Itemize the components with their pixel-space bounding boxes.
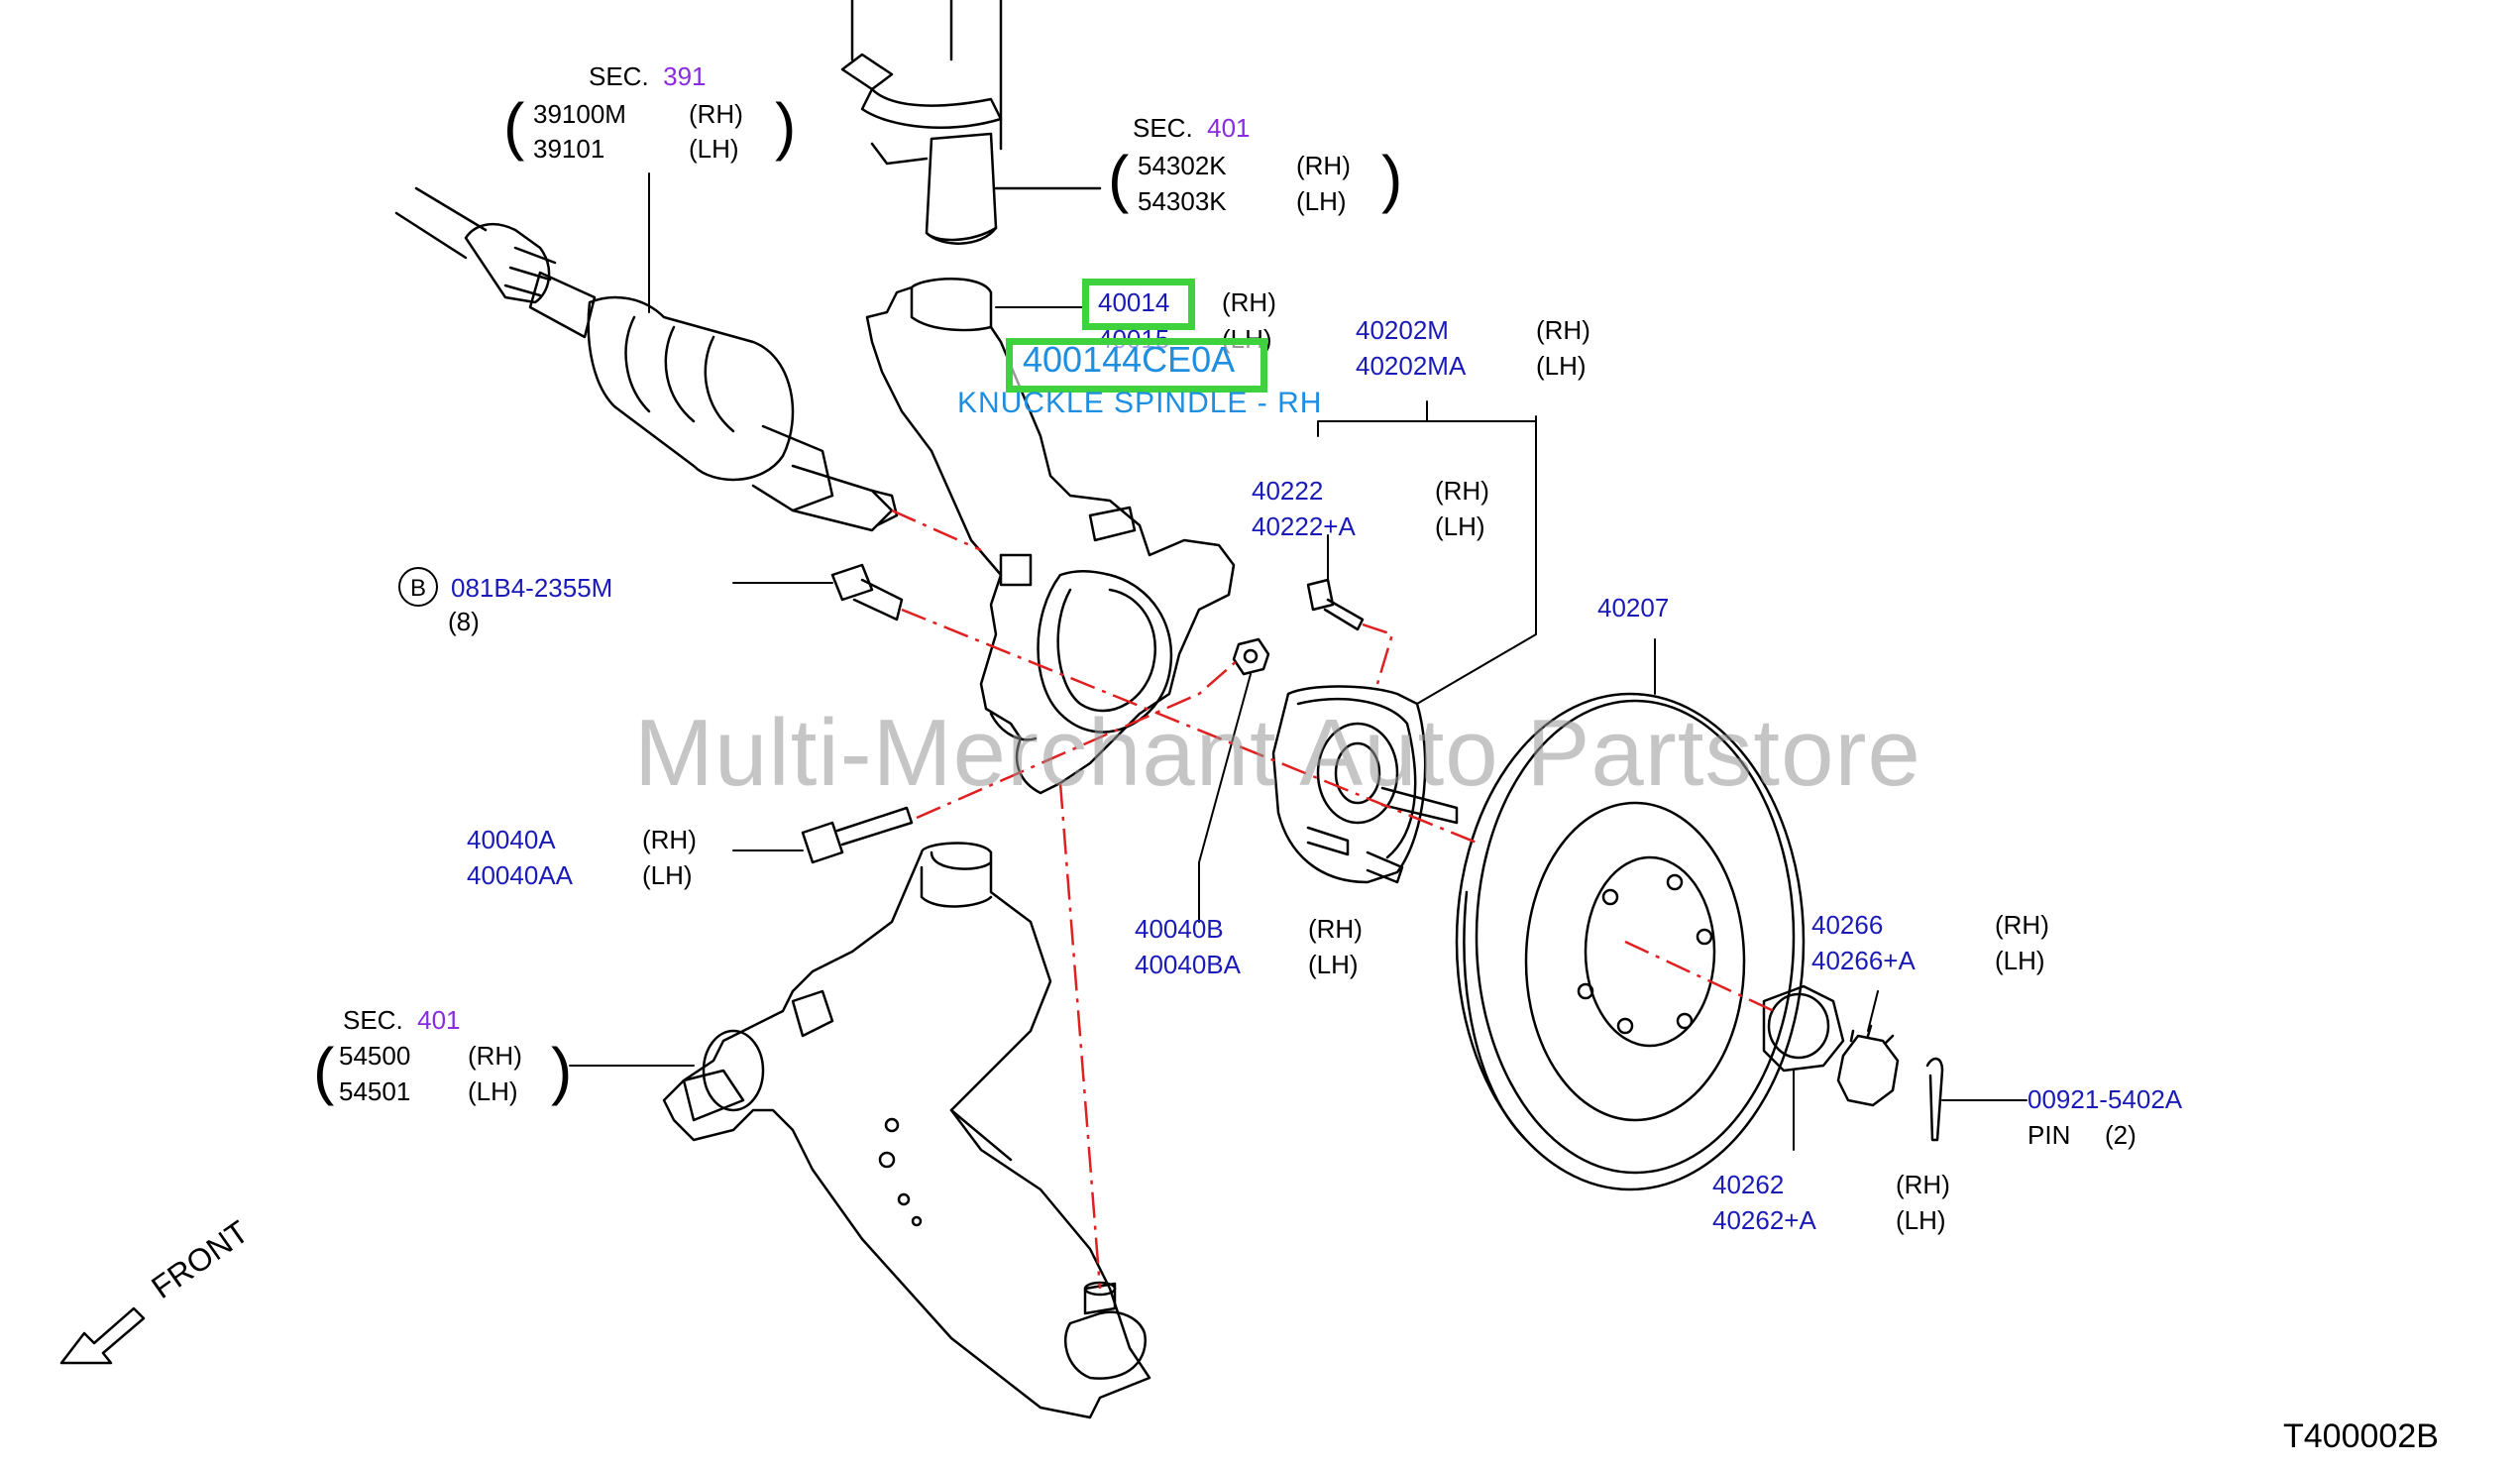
lock-cap-lh-part[interactable]: 40266+A [1811,946,1916,975]
hub-nut-rh-part[interactable]: 40262 [1712,1170,1785,1199]
pin-part[interactable]: 00921-5402A [2027,1084,2183,1114]
lock-cap[interactable] [1836,990,1900,1107]
hub-nut-rh-side: (RH) [1896,1170,1950,1199]
lower-arm-lh-part[interactable]: 54501 [339,1076,411,1106]
sec-401-strut-link[interactable]: 401 [1207,113,1251,143]
highlight-part-number[interactable]: 400144CE0A [1023,339,1236,380]
hub-nut[interactable] [1762,984,1845,1151]
driveshaft-rh-side: (RH) [689,99,743,129]
knuckle-bolt-rh-side: (RH) [642,825,697,854]
bolt-marker-b: B [398,567,438,607]
bolt-b-part[interactable]: 081B4-2355M [451,573,613,603]
highlight-box-400144ce0a [1006,338,1267,393]
sec-401-arm-link[interactable]: 401 [417,1005,461,1035]
highlight-box-40014 [1082,279,1195,330]
hub-stud[interactable] [1306,534,1365,631]
strut-lh-side: (LH) [1296,186,1347,216]
brake-rotor[interactable] [1455,638,1806,1191]
steering-knuckle[interactable] [865,278,1236,795]
highlight-description: KNUCKLE SPINDLE - RH [957,387,1323,419]
pin-qty: (2) [2105,1120,2137,1150]
lock-cap-lh-side: (LH) [1995,946,2045,975]
stud-rh-side: (RH) [1435,476,1489,506]
paren-close-391: ) [775,90,797,162]
drive-shaft[interactable] [394,186,899,532]
knuckle-bolt-lh-part[interactable]: 40040AA [467,860,573,890]
lower-arm-rh-side: (RH) [468,1041,522,1071]
knuckle-nut-lh-side: (LH) [1308,950,1359,979]
hub-lh-side: (LH) [1536,351,1587,381]
paren-open-strut: ( [1108,143,1130,214]
knuckle-nut-lh-part[interactable]: 40040BA [1135,950,1241,979]
rotor-part[interactable]: 40207 [1597,593,1670,622]
paren-open-arm: ( [313,1035,335,1106]
wheel-hub[interactable] [1271,415,1537,884]
stud-lh-part[interactable]: 40222+A [1252,511,1356,541]
lower-control-arm[interactable] [569,842,1151,1419]
hub-rh-side: (RH) [1536,315,1590,345]
lock-cap-rh-side: (RH) [1995,910,2049,940]
knuckle-nut-rh-part[interactable]: 40040B [1135,914,1224,944]
bolt-081b4[interactable] [732,563,904,622]
paren-close-strut: ) [1381,143,1403,214]
paren-open-391: ( [503,90,525,162]
stud-rh-part[interactable]: 40222 [1252,476,1324,506]
strut-rh-part[interactable]: 54302K [1138,151,1227,180]
hub-lh-part[interactable]: 40202MA [1356,351,1467,381]
driveshaft-lh-part[interactable]: 39101 [533,134,605,164]
hub-nut-lh-side: (LH) [1896,1205,1946,1235]
cotter-pin[interactable] [1925,1057,2027,1142]
hub-nut-lh-part[interactable]: 40262+A [1712,1205,1816,1235]
watermark: Multi-Merchant Auto Partstore [634,700,1921,806]
stud-lh-side: (LH) [1435,511,1485,541]
lock-cap-rh-part[interactable]: 40266 [1811,910,1884,940]
lower-arm-lh-side: (LH) [468,1076,518,1106]
callout-lines [648,172,1537,437]
sec-391-link[interactable]: 391 [663,61,707,91]
front-arrow-icon [59,1306,146,1365]
knuckle-rh-part[interactable]: 40014 [1098,287,1170,317]
knuckle-bolt-rh-part[interactable]: 40040A [467,825,556,854]
driveshaft-sec: SEC. 391 [589,61,707,91]
diagram-code: T400002B [2283,1417,2439,1455]
pin-name: PIN [2027,1120,2071,1150]
knuckle-nut-rh-side: (RH) [1308,914,1363,944]
lower-arm-rh-part[interactable]: 54500 [339,1041,411,1071]
knuckle-nut[interactable] [1198,637,1270,923]
driveshaft-rh-part[interactable]: 39100M [533,99,626,129]
lower-arm-sec: SEC. 401 [343,1005,461,1035]
hub-rh-part[interactable]: 40202M [1356,315,1449,345]
knuckle-bolt[interactable] [732,806,914,864]
strut-lh-part[interactable]: 54303K [1138,186,1227,216]
paren-close-arm: ) [551,1035,573,1106]
bolt-b-qty: (8) [448,607,480,636]
strut-rh-side: (RH) [1296,151,1351,180]
strut-sec: SEC. 401 [1133,113,1251,143]
strut-assembly[interactable] [840,0,1102,245]
driveshaft-lh-side: (LH) [689,134,739,164]
knuckle-bolt-lh-side: (LH) [642,860,693,890]
centerlines [891,509,1775,1290]
knuckle-rh-side: (RH) [1222,287,1276,317]
